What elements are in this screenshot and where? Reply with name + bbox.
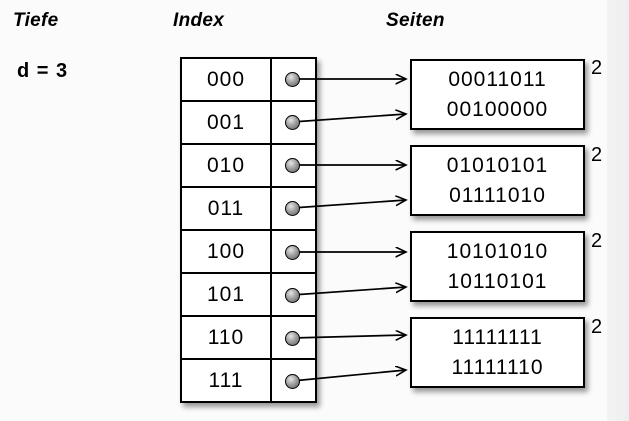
index-row: 101 [182, 274, 315, 317]
index-row: 001 [182, 102, 315, 145]
page-edge-strip [607, 0, 629, 421]
column-label-tiefe: Tiefe [13, 10, 59, 31]
index-row: 100 [182, 231, 315, 274]
index-key: 111 [182, 360, 272, 401]
pointer-dot [284, 287, 300, 303]
column-label-index: Index [173, 10, 225, 31]
pointer-dot [284, 244, 300, 260]
local-depth-label: 2 [591, 57, 603, 79]
page-box-4: 11111111 11111110 [410, 317, 585, 388]
page-entry: 11111110 [451, 355, 544, 379]
index-row: 000 [182, 59, 315, 102]
page-box-1: 00011011 00100000 [410, 59, 585, 130]
local-depth-label: 2 [591, 316, 603, 338]
index-row: 110 [182, 317, 315, 360]
index-key: 100 [182, 231, 272, 272]
global-depth-label: d = 3 [17, 60, 69, 82]
page-entry: 10101010 [446, 239, 549, 263]
page-entry: 00100000 [446, 97, 549, 121]
column-label-seiten: Seiten [386, 10, 445, 31]
index-key: 001 [182, 102, 272, 143]
pointer-dot [284, 71, 300, 87]
page-box-2: 01010101 01111010 [410, 145, 585, 216]
page-entry: 01010101 [446, 153, 549, 177]
index-row: 010 [182, 145, 315, 188]
index-key: 011 [182, 188, 272, 229]
pointer-dot [284, 200, 300, 216]
page-box-3: 10101010 10110101 [410, 231, 585, 302]
page-entry: 10110101 [447, 269, 548, 293]
index-row: 111 [182, 360, 315, 401]
pointer-dot [284, 157, 300, 173]
page-entry: 00011011 [448, 67, 547, 91]
index-table: 000 001 010 011 100 101 110 111 [180, 57, 317, 403]
pointer-dot [284, 114, 300, 130]
index-key: 110 [182, 317, 272, 358]
local-depth-label: 2 [591, 230, 603, 252]
index-key: 010 [182, 145, 272, 186]
index-key: 101 [182, 274, 272, 315]
page-entry: 11111111 [452, 325, 543, 349]
index-row: 011 [182, 188, 315, 231]
local-depth-label: 2 [591, 144, 603, 166]
page-entry: 01111010 [449, 183, 546, 207]
pointer-dot [284, 373, 300, 389]
pointer-dot [284, 330, 300, 346]
index-key: 000 [182, 59, 272, 100]
